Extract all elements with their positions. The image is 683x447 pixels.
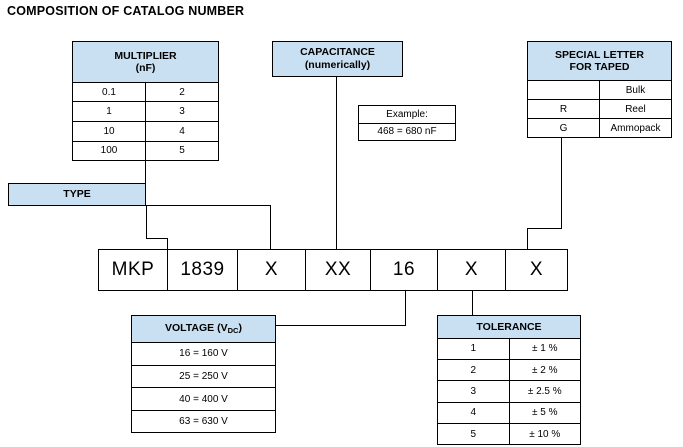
table-row: 5 ± 10 % — [438, 423, 580, 444]
multiplier-code: 3 — [145, 101, 218, 123]
capacitance-box: CAPACITANCE (numerically) — [272, 41, 403, 77]
catalog-segment-tolerance: X — [438, 250, 506, 290]
special-letter-header: SPECIAL LETTER FOR TAPED — [528, 42, 671, 82]
table-row: 16 = 160 V — [132, 341, 275, 366]
table-row: G Ammopack — [528, 118, 671, 137]
connector-multiplier-vertical-left — [145, 161, 146, 206]
table-row: 4 ± 5 % — [438, 401, 580, 425]
connector-type-horizontal — [146, 238, 168, 239]
tolerance-code: 1 — [438, 337, 510, 361]
catalog-segment-multiplier: X — [238, 250, 306, 290]
special-letter-code: G — [528, 118, 600, 137]
tolerance-code: 2 — [438, 359, 510, 382]
special-letter-meaning: Reel — [599, 99, 671, 120]
tolerance-table: TOLERANCE 1 ± 1 % 2 ± 2 % 3 ± 2.5 % 4 ± … — [437, 315, 581, 445]
special-letter-table: SPECIAL LETTER FOR TAPED Bulk R Reel G A… — [527, 41, 672, 138]
table-row: 0.1 2 — [73, 81, 218, 103]
connector-multiplier-horizontal — [145, 205, 271, 206]
catalog-segment-series: 1839 — [168, 250, 238, 290]
multiplier-value: 1 — [73, 101, 146, 123]
example-box: Example: 468 = 680 nF — [358, 105, 456, 141]
tolerance-value: ± 1 % — [508, 337, 580, 361]
multiplier-table: MULTIPLIER (nF) 0.1 2 1 3 10 4 100 5 — [72, 41, 219, 161]
connector-special-letter-horizontal — [527, 228, 562, 229]
tolerance-code: 5 — [438, 423, 510, 444]
special-letter-code: R — [528, 99, 600, 120]
special-letter-meaning: Ammopack — [599, 118, 671, 137]
catalog-segment-capacitance: XX — [306, 250, 371, 290]
tolerance-code: 4 — [438, 401, 510, 425]
table-row: 63 = 630 V — [132, 409, 275, 432]
example-header: Example: — [359, 106, 455, 124]
table-row: 1 3 — [73, 101, 218, 123]
voltage-row: 25 = 250 V — [132, 364, 275, 389]
connector-capacitance-vertical — [336, 77, 337, 250]
table-row: 3 ± 2.5 % — [438, 380, 580, 403]
multiplier-code: 5 — [145, 140, 218, 160]
type-box: TYPE — [8, 183, 146, 206]
connector-special-letter-vertical-upper — [561, 138, 562, 229]
multiplier-value: 10 — [73, 121, 146, 142]
voltage-row: 16 = 160 V — [132, 341, 275, 366]
voltage-header-prefix: VOLTAGE (V — [164, 322, 228, 335]
type-label: TYPE — [63, 188, 91, 201]
voltage-table: VOLTAGE (VDC) 16 = 160 V 25 = 250 V 40 =… — [131, 315, 276, 433]
multiplier-table-header: MULTIPLIER (nF) — [73, 42, 218, 83]
tolerance-code: 3 — [438, 380, 510, 403]
table-row: 10 4 — [73, 121, 218, 142]
multiplier-code: 4 — [145, 121, 218, 142]
capacitance-line1: CAPACITANCE — [300, 46, 375, 59]
catalog-segment-special-letter: X — [529, 259, 544, 280]
multiplier-header-line2: (nF) — [135, 61, 156, 74]
voltage-row: 40 = 400 V — [132, 387, 275, 411]
tolerance-table-header: TOLERANCE — [438, 316, 580, 339]
multiplier-header-line1: MULTIPLIER — [114, 49, 177, 62]
multiplier-value: 100 — [73, 140, 146, 160]
special-letter-meaning: Bulk — [599, 80, 671, 101]
connector-type-vertical-lower — [167, 238, 168, 250]
voltage-row: 63 = 630 V — [132, 409, 275, 432]
special-letter-header-line2: FOR TAPED — [569, 61, 630, 74]
connector-tolerance-vertical — [472, 291, 473, 316]
voltage-header-sub: DC — [227, 326, 239, 336]
connector-type-vertical-upper — [146, 206, 147, 239]
capacitance-line2: (numerically) — [304, 59, 371, 71]
table-row: 2 ± 2 % — [438, 359, 580, 382]
table-row: 100 5 — [73, 140, 218, 160]
table-row: 40 = 400 V — [132, 387, 275, 411]
connector-multiplier-vertical-right — [270, 205, 271, 250]
voltage-table-header: VOLTAGE (VDC) — [132, 316, 275, 343]
multiplier-code: 2 — [145, 81, 218, 103]
special-letter-code — [528, 80, 600, 101]
special-letter-header-line1: SPECIAL LETTER — [554, 49, 645, 62]
catalog-segment-type: MKP — [99, 250, 168, 290]
tolerance-value: ± 2.5 % — [508, 380, 580, 403]
connector-voltage-horizontal — [276, 325, 406, 326]
table-row: Bulk — [528, 80, 671, 101]
catalog-number-row: MKP 1839 X XX 16 X X — [98, 249, 568, 291]
table-row: 1 ± 1 % — [438, 337, 580, 361]
connector-special-letter-vertical-lower — [527, 228, 528, 250]
voltage-header-suffix: ) — [238, 322, 243, 335]
table-row: 25 = 250 V — [132, 364, 275, 389]
catalog-segment-voltage: 16 — [371, 250, 438, 290]
tolerance-value: ± 10 % — [508, 423, 580, 444]
multiplier-value: 0.1 — [73, 81, 146, 103]
example-value: 468 = 680 nF — [359, 122, 455, 140]
tolerance-value: ± 5 % — [508, 401, 580, 425]
connector-voltage-vertical — [405, 291, 406, 326]
page-title: COMPOSITION OF CATALOG NUMBER — [7, 4, 245, 18]
tolerance-value: ± 2 % — [508, 359, 580, 382]
table-row: R Reel — [528, 99, 671, 120]
